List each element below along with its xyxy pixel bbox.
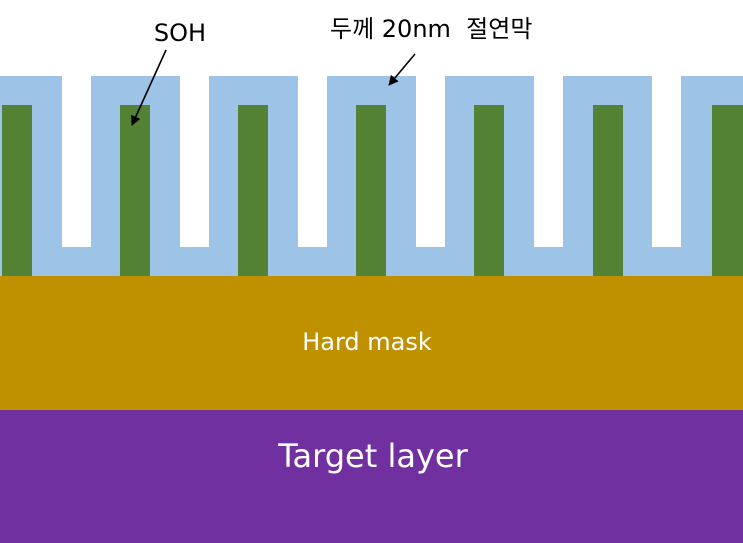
soh-pillar: [238, 105, 268, 276]
soh-pillars: [2, 105, 743, 276]
target-layer-label: Target layer: [277, 437, 468, 475]
hard-mask-layer: [0, 276, 743, 410]
soh-pillar: [356, 105, 386, 276]
soh-pillar: [120, 105, 150, 276]
soh-pillar: [2, 105, 32, 276]
soh-pillar: [593, 105, 623, 276]
soh-pillar: [474, 105, 504, 276]
insulator-pointer-arrow: [388, 53, 416, 86]
insulator-annotation-label: 두께 20nm 절연막: [330, 15, 532, 43]
soh-pillar: [712, 105, 743, 276]
target-layer: [0, 410, 743, 543]
soh-pointer-arrow: [131, 49, 167, 126]
hard-mask-label: Hard mask: [302, 328, 432, 356]
soh-annotation-label: SOH: [154, 19, 206, 47]
